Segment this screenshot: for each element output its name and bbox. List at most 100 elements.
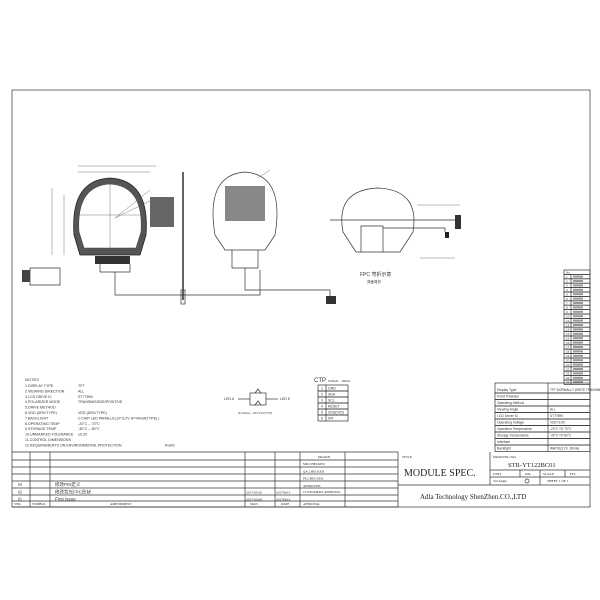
note-label: 12.REQUIREMENTS ON ENVIRONMENTAL PROTECT…	[25, 443, 122, 447]
pin-signal-placeholder	[573, 381, 583, 384]
fpc-sub: 背面弯折	[367, 279, 381, 284]
spec-label: Operating Voltage	[497, 421, 524, 425]
pin-number: 5	[566, 293, 568, 297]
note-value: VDD (DRV/TYPE)	[78, 411, 107, 415]
pin-number: 2	[566, 279, 568, 283]
pin-number: 11	[566, 319, 569, 323]
pin-signal-placeholder	[573, 372, 583, 375]
ctp-pin-no: 3	[321, 399, 323, 403]
ctp-signal: SDA	[328, 393, 336, 397]
sheet-info: SHEET 1 OF 1	[547, 479, 569, 483]
note-value: TFT	[78, 384, 85, 388]
pin-signal-placeholder	[573, 275, 583, 278]
unit-label: UNIT	[493, 472, 502, 476]
pin-number: 15	[566, 337, 570, 341]
led-anode-label: LED A	[224, 397, 235, 401]
spec-label: Storage Temperature	[497, 434, 529, 438]
note-value: TRANSMISSIVE/POSITIVE	[78, 400, 123, 404]
pin-signal-placeholder	[573, 376, 583, 379]
signoff-label: QA.CHECKED	[303, 469, 325, 473]
pin-number: 21	[566, 363, 570, 367]
spec-label: Display Type	[497, 388, 516, 392]
pin-signal-placeholder	[573, 354, 583, 357]
spec-value: ST7789V	[550, 414, 564, 418]
pin-number: 3	[566, 284, 568, 288]
pin-number: 9	[566, 310, 568, 314]
revision-amendment: 修改PIN定义	[55, 481, 81, 488]
pin-number: 4	[566, 288, 568, 292]
pin-number: 10	[566, 315, 570, 319]
ctp-pin-no: 1	[321, 387, 323, 391]
revision-sign: 2017/03/10	[246, 490, 262, 494]
pin-number: 6	[566, 297, 568, 301]
pin-signal-placeholder	[573, 302, 583, 304]
pin-number: 7	[566, 301, 568, 305]
note-label: 11.CONTROL DIMENSIONS	[25, 438, 72, 442]
fpc-connector	[95, 256, 130, 264]
spec-value: -30°C TO 80°C	[550, 434, 572, 438]
notes-heading: NOTES	[25, 377, 39, 382]
spec-value: VDD=2.8V	[550, 421, 566, 425]
revision-sign: 2017/03/08	[246, 498, 262, 502]
pin-number: 12	[566, 323, 570, 327]
signoff-label: APPROVED	[303, 484, 321, 488]
spec-label: LCD Driver IC	[497, 414, 519, 418]
pin-header: No.	[566, 271, 571, 275]
pin-signal-placeholder	[573, 341, 583, 344]
note-label: 6.VDD (DRV/TYPE)	[25, 411, 57, 415]
pin-number: 16	[566, 341, 570, 345]
pin-number: 24	[566, 376, 570, 380]
note-label: 9.STORAGE TEMP	[25, 427, 57, 431]
ctp-pin-no: 5	[321, 411, 323, 415]
projection-label: 3rd Angle	[493, 479, 507, 483]
revision-date: 20170613	[276, 490, 290, 494]
module-title: MODULE SPEC.	[404, 468, 476, 479]
note-label: 4.POLARIZER MODE	[25, 400, 61, 404]
spec-label: Operation Temperature	[497, 427, 532, 431]
ctp-pin-no: 6	[321, 417, 323, 421]
ctp-signal: RESET	[328, 405, 341, 409]
note-label: 2.VIEWING DIRECTION	[25, 389, 65, 393]
pin-number: 8	[566, 306, 568, 310]
note-label: 7.BACKLIGHT	[25, 416, 49, 420]
pin-signal-placeholder	[573, 284, 583, 287]
spec-label: Viewing Angle	[497, 408, 518, 412]
pin-signal-placeholder	[573, 332, 583, 335]
scale-label: SCALE	[543, 472, 554, 476]
pin-number: 18	[566, 350, 570, 354]
revision-version: 03	[18, 482, 22, 487]
drawing-number: STR-YT122BC01	[508, 462, 556, 469]
ctp-header: DESC	[342, 379, 351, 383]
ctp-signal: GND	[328, 387, 336, 391]
projection-symbol-icon	[524, 478, 530, 484]
revision-header: SIGN	[250, 502, 258, 506]
pin-signal-placeholder	[573, 310, 583, 313]
spec-value: -20°C TO 70°C	[550, 427, 572, 431]
revision-header: VER.	[14, 502, 22, 506]
revision-version: 01	[18, 497, 22, 502]
note-value: -30°C -- 80°C	[78, 427, 100, 431]
pin-signal-placeholder	[573, 306, 583, 309]
pin-signal-placeholder	[573, 363, 583, 366]
ctp-title: CTP	[314, 378, 326, 384]
revision-header: DATE	[281, 502, 289, 506]
note-value: -20°C -- 70°C	[78, 422, 100, 426]
ctp-pin-no: 4	[321, 405, 323, 409]
pin-number: 23	[566, 372, 570, 376]
note-label: 8.OPERATING TEMP	[25, 422, 60, 426]
note-label: 10.UNMARKED TOLERANCE	[25, 433, 74, 437]
pin-signal-placeholder	[573, 359, 583, 362]
spec-label: Operating Method	[497, 401, 524, 405]
note-value: ±0.20	[78, 433, 87, 437]
spec-row	[494, 444, 591, 452]
pin-number: 14	[566, 332, 570, 336]
pin-signal-placeholder	[573, 346, 583, 348]
front-view	[22, 165, 261, 305]
revision-date: 20170613	[276, 498, 290, 502]
revision-amendment: 修改背光FPC形状	[55, 488, 91, 495]
pin-signal-placeholder	[573, 350, 583, 353]
spec-value: ALL	[550, 408, 556, 412]
note-label: 5.DRIVE METHOD	[25, 406, 56, 410]
